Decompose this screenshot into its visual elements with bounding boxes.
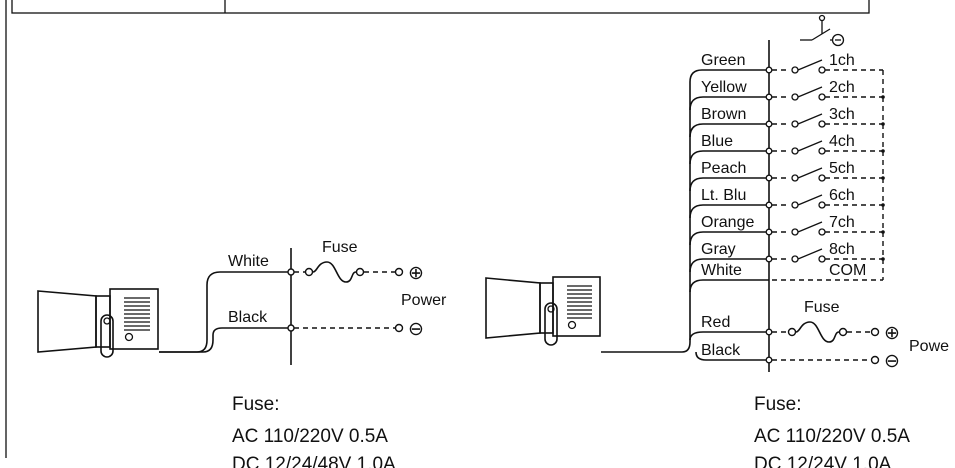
channel-label-4: 4ch	[829, 133, 855, 150]
left-fuse-heading: Fuse:	[232, 394, 280, 415]
channel-label-7: 7ch	[829, 214, 855, 231]
wire-label-green: Green	[701, 52, 745, 69]
left-fuse-spec-dc: DC 12/24/48V 1.0A	[232, 454, 396, 468]
wire-label-gray: Gray	[701, 241, 736, 258]
right-speaker	[485, 276, 601, 346]
right-minus-terminal-icon: ⊖	[884, 351, 900, 372]
channel-switches	[765, 59, 885, 281]
right-plus-terminal-icon: ⊕	[884, 323, 900, 344]
com-label: COM	[829, 262, 866, 279]
wire-label-blue: Blue	[701, 133, 733, 150]
wire-label-orange: Orange	[701, 214, 754, 231]
channel-label-6: 6ch	[829, 187, 855, 204]
channel-label-2: 2ch	[829, 79, 855, 96]
top-table-fragment	[5, 0, 870, 458]
left-speaker	[37, 288, 159, 358]
master-switch-icon	[800, 14, 845, 47]
right-wiring	[601, 14, 885, 372]
channel-label-1: 1ch	[829, 52, 855, 69]
channel-label-3: 3ch	[829, 106, 855, 123]
left-plus-terminal-icon: ⊕	[408, 263, 424, 284]
wire-label-black: Black	[701, 342, 741, 359]
right-fuse-heading: Fuse:	[754, 394, 802, 415]
right-fuse-spec-dc: DC 12/24V 1.0A	[754, 454, 892, 468]
channel-label-5: 5ch	[829, 160, 855, 177]
wire-label-red: Red	[701, 314, 730, 331]
left-power-label: Power	[401, 292, 447, 309]
wire-label-brown: Brown	[701, 106, 746, 123]
right-fuse-spec-ac: AC 110/220V 0.5A	[754, 426, 910, 447]
left-wire-black-label: Black	[228, 309, 268, 326]
left-wire-white-label: White	[228, 253, 269, 270]
left-minus-terminal-icon: ⊖	[408, 319, 424, 340]
left-wiring	[159, 248, 404, 365]
wire-label-peach: Peach	[701, 160, 746, 177]
wire-label-yellow: Yellow	[701, 79, 747, 96]
wire-label-lt-blu: Lt. Blu	[701, 187, 746, 204]
right-fuse-label: Fuse	[804, 299, 840, 316]
left-fuse-label: Fuse	[322, 239, 358, 256]
right-wire-labels: Green Yellow Brown Blue Peach Lt. Blu Or…	[701, 52, 754, 359]
channel-label-8: 8ch	[829, 241, 855, 258]
channel-labels: 1ch 2ch 3ch 4ch 5ch 6ch 7ch 8ch COM	[829, 52, 866, 279]
wire-label-white: White	[701, 262, 742, 279]
right-power-label: Powe	[909, 338, 949, 355]
left-fuse-spec-ac: AC 110/220V 0.5A	[232, 426, 388, 447]
